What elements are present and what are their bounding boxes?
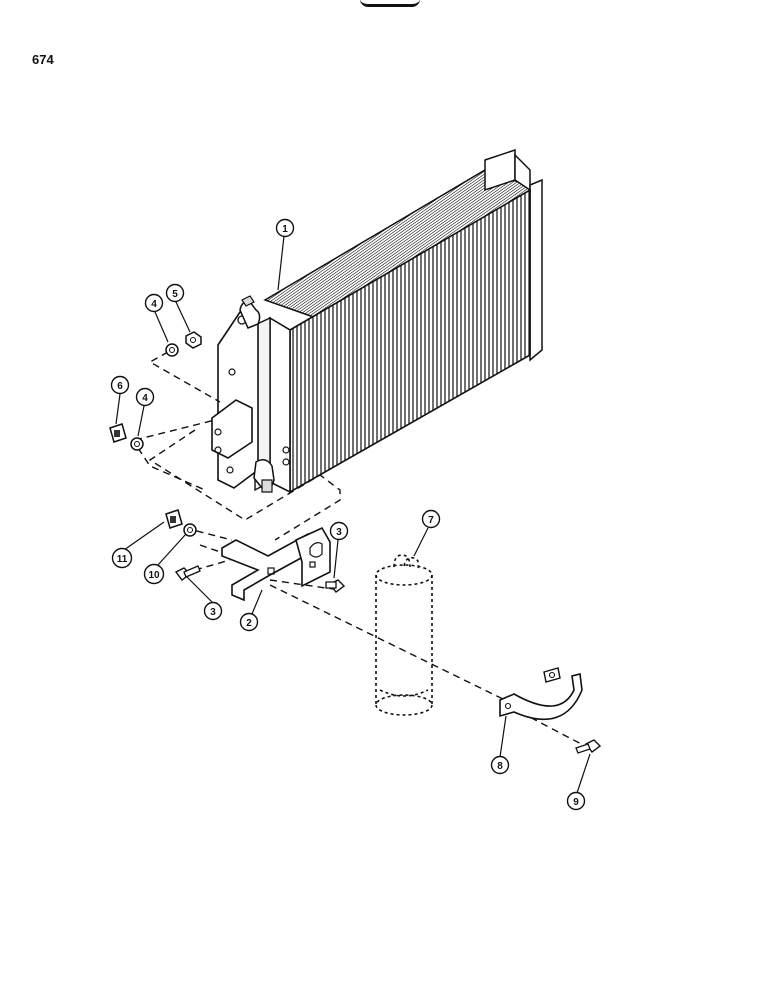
callout-2: 2 [239,612,259,632]
cap-screw-strap [575,739,602,754]
callout-4-lower: 4 [135,387,155,407]
callout-8: 8 [490,755,510,775]
svg-text:11: 11 [117,554,128,565]
callout-3-left: 3 [203,601,223,621]
callout-4-upper: 4 [144,293,164,313]
condenser [211,148,543,494]
speed-nut-upper [109,423,127,443]
svg-text:4: 4 [151,299,157,310]
svg-text:3: 3 [210,607,216,618]
drier-strap [499,667,583,721]
svg-text:9: 9 [573,797,579,808]
callout-9: 9 [566,791,586,811]
hex-nut [185,331,202,349]
svg-text:4: 4 [142,393,148,404]
svg-text:1: 1 [282,224,288,235]
svg-text:6: 6 [117,381,123,392]
callout-leaders [115,235,591,794]
callout-10: 10 [143,563,165,585]
callout-5: 5 [165,283,185,303]
mounting-bracket [221,526,331,602]
assembly-guide-lines [134,351,586,747]
callout-1: 1 [275,218,295,238]
cap-screw-left [174,565,201,581]
callout-11: 11 [111,547,133,569]
callout-7: 7 [421,509,441,529]
svg-text:2: 2 [246,618,252,629]
svg-text:10: 10 [148,570,160,581]
lock-washer-lower [130,437,144,451]
washer [183,523,197,537]
svg-text:3: 3 [336,527,342,538]
lock-washer-upper [165,343,179,357]
svg-text:8: 8 [497,761,503,772]
speed-nut-lower [165,509,183,529]
cap-screw-right [325,579,346,593]
page-number: 674 [32,52,54,67]
header-fragment [360,0,420,7]
callout-6: 6 [110,375,130,395]
callout-3-right: 3 [329,521,349,541]
receiver-drier [375,554,433,716]
svg-text:7: 7 [428,515,434,526]
svg-text:5: 5 [172,289,178,300]
